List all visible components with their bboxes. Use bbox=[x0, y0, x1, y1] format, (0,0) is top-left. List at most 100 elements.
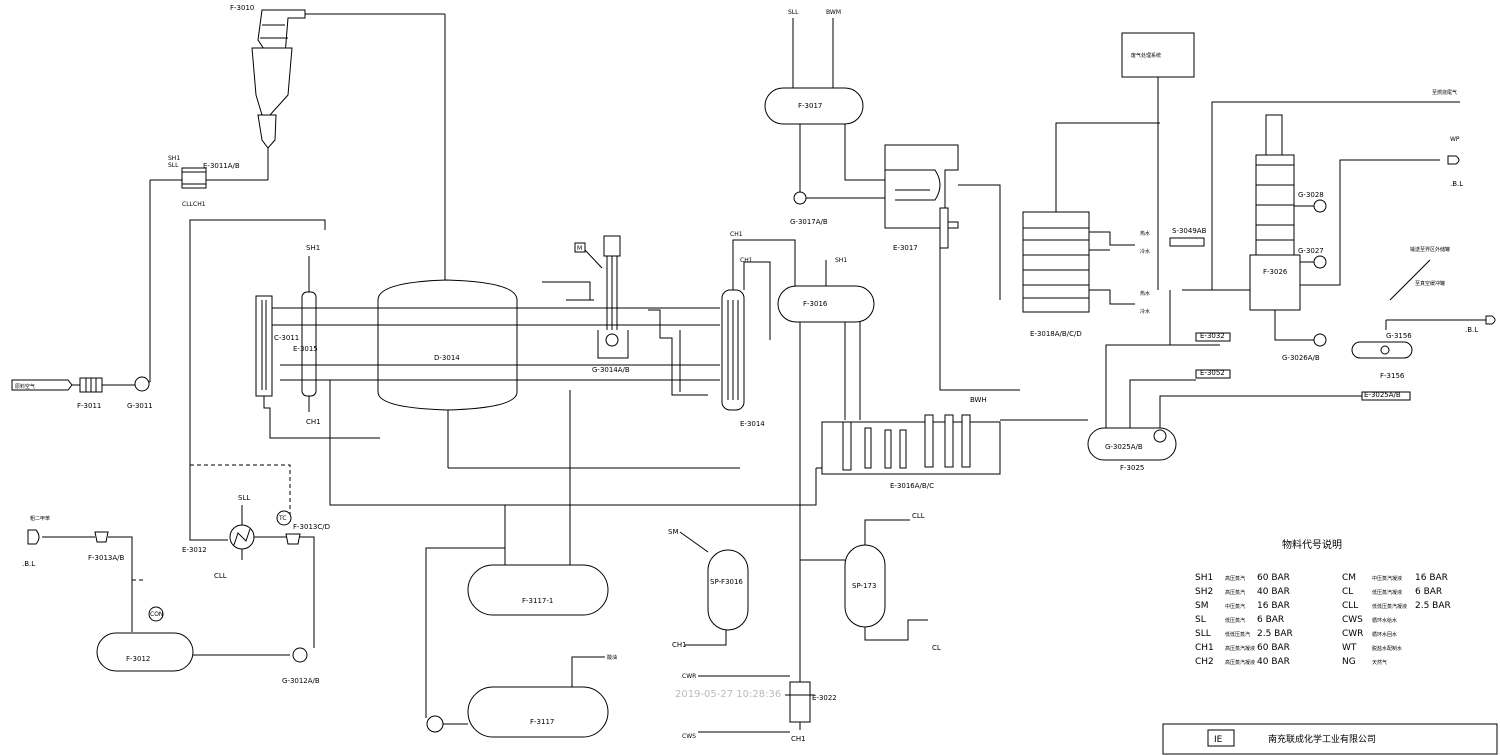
label-f3017: F-3017 bbox=[798, 102, 822, 110]
legend-code: SL bbox=[1195, 615, 1206, 625]
label-sm: SM bbox=[668, 528, 678, 536]
exchanger-e3016: BWH E-3016A/B/C bbox=[329, 380, 1001, 506]
legend-code: WT bbox=[1342, 643, 1357, 653]
legend-value: 16 BAR bbox=[1415, 573, 1448, 583]
legend-desc: 中压蒸汽凝液 bbox=[1372, 575, 1402, 582]
label-f3013cd: F-3013C/D bbox=[293, 523, 330, 531]
legend-desc: 中压蒸汽 bbox=[1225, 603, 1245, 610]
label-f3016: F-3016 bbox=[803, 300, 828, 308]
label-bwh: BWH bbox=[970, 396, 987, 404]
label-f3013ab: F-3013A/B bbox=[88, 554, 125, 562]
label-cl-sp173: CL bbox=[932, 644, 941, 652]
legend-value: 60 BAR bbox=[1257, 643, 1290, 653]
legend-desc: 脱盐水配制水 bbox=[1372, 645, 1402, 652]
title-block: IE 南充联成化学工业有限公司 bbox=[1162, 723, 1498, 755]
label-g3156: G-3156 bbox=[1386, 332, 1412, 340]
exchanger-e3018: 热水 冷水 热水 冷水 E-3018A/B/C/D bbox=[1022, 122, 1160, 338]
legend-value: 6 BAR bbox=[1415, 587, 1442, 597]
pump-g3014: M G-3014A/B bbox=[542, 235, 630, 374]
label-g3017: G-3017A/B bbox=[790, 218, 828, 226]
drum-f3016: F-3016 SH1 bbox=[777, 257, 875, 730]
label-sll-f3017: SLL bbox=[788, 9, 799, 16]
label-e3011: E-3011A/B bbox=[203, 162, 240, 170]
label-c3011: C-3011 bbox=[274, 334, 299, 342]
label-cll-e3012: CLL bbox=[214, 572, 227, 580]
label-sh1-e3011: SH1 bbox=[168, 155, 180, 162]
label-note2: 至真空缓冲罐 bbox=[1415, 280, 1445, 287]
label-crude-in: 粗二甲苯 bbox=[30, 515, 50, 522]
label-cold1: 冷水 bbox=[1140, 248, 1150, 255]
label-g3027: G-3027 bbox=[1298, 247, 1324, 255]
legend-code: SLL bbox=[1195, 629, 1211, 639]
air-inlet: 原料空气 F-3011 G-3011 bbox=[11, 376, 153, 410]
waste-gas-system: 废气处理系统 bbox=[1121, 32, 1220, 346]
exchanger-e3011: SH1 SLL E-3011A/B CLL CH1 bbox=[149, 148, 269, 382]
drum-f3012: 粗二甲苯 .B.L F-3013A/B CON F-3012 G-3012A/B bbox=[22, 515, 320, 685]
label-e3017: E-3017 bbox=[893, 244, 918, 252]
label-g3025: G-3025A/B bbox=[1105, 443, 1143, 451]
label-tc: TC bbox=[278, 515, 287, 522]
legend-desc: 低压蒸汽 bbox=[1225, 617, 1245, 624]
label-hot1: 热水 bbox=[1140, 230, 1150, 237]
label-ch1-e3014b: CH1 bbox=[740, 257, 753, 264]
label-f3156: F-3156 bbox=[1380, 372, 1405, 380]
label-ch1-e3022: CH1 bbox=[791, 735, 806, 743]
label-ch1-e3015: CH1 bbox=[306, 418, 321, 426]
label-s3049: S-3049AB bbox=[1172, 227, 1207, 235]
label-acid-oil: 酸油 bbox=[607, 654, 617, 661]
label-e3052: E-3052 bbox=[1200, 369, 1225, 377]
filter-f3156: G-3156 F-3156 输送至界区外储罐 至真空缓冲罐 .B.L bbox=[1351, 246, 1496, 380]
label-note1: 输送至界区外储罐 bbox=[1410, 246, 1450, 253]
label-bl-f3156: .B.L bbox=[1465, 326, 1478, 334]
label-g3012: G-3012A/B bbox=[282, 677, 320, 685]
label-tail-gas: 至燃烧尾气 bbox=[1432, 89, 1457, 96]
label-f3025: F-3025 bbox=[1120, 464, 1144, 472]
label-sll-e3011: SLL bbox=[168, 162, 179, 169]
legend-desc: 高压蒸汽 bbox=[1225, 575, 1245, 582]
vessel-sp173: SP-173 CLL CL bbox=[800, 512, 941, 652]
legend-code: CLL bbox=[1342, 601, 1358, 611]
label-ch1-e3014a: CH1 bbox=[730, 231, 743, 238]
legend-title: 物料代号说明 bbox=[1282, 538, 1342, 551]
label-con: CON bbox=[150, 611, 163, 618]
vessel-d3014: D-3014 bbox=[377, 279, 740, 469]
label-cll-sp173: CLL bbox=[912, 512, 925, 520]
legend-code: CWR bbox=[1342, 629, 1363, 639]
exchanger-e3014: CH1 CH1 E-3014 bbox=[648, 231, 796, 428]
legend-desc: 高压蒸汽凝液 bbox=[1225, 659, 1255, 666]
legend-desc: 天然气 bbox=[1372, 659, 1387, 666]
drum-f3025: G-3025A/B F-3025 bbox=[1000, 344, 1362, 472]
legend-code: CM bbox=[1342, 573, 1356, 583]
label-bwm: BWM bbox=[826, 9, 841, 16]
label-g3011: G-3011 bbox=[127, 402, 153, 410]
label-d3014: D-3014 bbox=[434, 354, 460, 362]
label-spf3016: SP-F3016 bbox=[710, 578, 743, 586]
tower-f3026: F-3026 G-3028 G-3027 G-3026A/B 至燃烧尾气 WP … bbox=[1182, 89, 1463, 362]
legend-code: NG bbox=[1342, 657, 1356, 667]
label-bl-wp: .B.L bbox=[1450, 180, 1463, 188]
label-f3012: F-3012 bbox=[126, 655, 150, 663]
legend-code: SH1 bbox=[1195, 573, 1213, 583]
label-f3010: F-3010 bbox=[230, 4, 254, 12]
label-cwr: CWR bbox=[682, 673, 696, 680]
legend-value: 16 BAR bbox=[1257, 601, 1290, 611]
label-e3014: E-3014 bbox=[740, 420, 765, 428]
exchanger-e3022: CWR CWS E-3022 CH1 bbox=[682, 673, 837, 743]
legend-desc: 循环水给水 bbox=[1372, 617, 1397, 624]
tanks-f3117: F-3117-1 F-3117 酸油 bbox=[425, 390, 617, 738]
label-motor-m: M bbox=[577, 245, 582, 252]
legend-value: 2.5 BAR bbox=[1257, 629, 1293, 639]
legend-code: CL bbox=[1342, 587, 1353, 597]
label-e3015: E-3015 bbox=[293, 345, 318, 353]
label-cold2: 冷水 bbox=[1140, 308, 1150, 315]
aux-units: S-3049AB E-3032 E-3052 E-3025A/B bbox=[1169, 227, 1411, 401]
label-waste-gas: 废气处理系统 bbox=[1131, 52, 1161, 59]
legend-desc: 循环水回水 bbox=[1372, 631, 1397, 638]
label-ch1-spf: CH1 bbox=[672, 641, 687, 649]
label-bl-left: .B.L bbox=[22, 560, 35, 568]
legend-code: SM bbox=[1195, 601, 1208, 611]
label-sp173: SP-173 bbox=[852, 582, 876, 590]
